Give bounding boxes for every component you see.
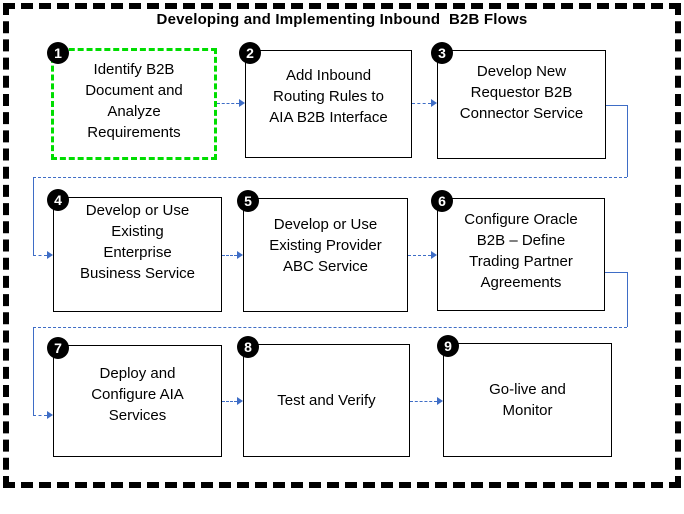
connector-4-to-5 <box>222 255 237 256</box>
step-label: Identify B2B Document and Analyze Requir… <box>85 61 183 141</box>
step-label: Develop or Use Existing Provider ABC Ser… <box>269 215 382 275</box>
arrowhead-icon <box>237 251 243 259</box>
outer-dashed-border <box>3 3 681 488</box>
connector-row3-feed <box>33 327 627 328</box>
step-box-4: 4 Develop or Use Existing Enterprise Bus… <box>47 189 222 312</box>
connector-6-exit <box>605 272 627 273</box>
step-label: Go-live and Monitor <box>489 381 566 419</box>
arrowhead-icon <box>431 251 437 259</box>
diagram-title: Developing and Implementing Inbound B2B … <box>156 11 528 28</box>
connector-row2-feed <box>33 177 627 178</box>
step-box-5: 5 Develop or Use Existing Provider ABC S… <box>237 190 408 312</box>
step-number-badge: 5 <box>237 190 259 212</box>
step-number-badge: 8 <box>237 336 259 358</box>
arrowhead-icon <box>239 99 245 107</box>
arrowhead-icon <box>237 397 243 405</box>
connector-8-to-9 <box>410 401 437 402</box>
step-number-badge: 4 <box>47 189 69 211</box>
connector-5-to-6 <box>408 255 431 256</box>
step-number-badge: 7 <box>47 337 69 359</box>
arrowhead-icon <box>47 251 53 259</box>
step-box-2: 2 Add Inbound Routing Rules to AIA B2B I… <box>239 42 412 158</box>
connector-2-to-3 <box>412 103 431 104</box>
connector-1-to-2 <box>217 103 239 104</box>
step-label: Develop or Use Existing Enterprise Busin… <box>79 201 196 282</box>
arrowhead-icon <box>437 397 443 405</box>
step-box-8: 8 Test and Verify <box>237 336 410 457</box>
step-label: Develop New Requestor B2B Connector Serv… <box>459 63 584 122</box>
step-number-badge: 1 <box>47 42 69 64</box>
step-number-badge: 2 <box>239 42 261 64</box>
step-number-badge: 6 <box>431 190 453 212</box>
step-box-7: 7 Deploy and Configure AIA Services <box>47 337 222 457</box>
step-label: Configure Oracle B2B – Define Trading Pa… <box>464 210 578 291</box>
step-label: Test and Verify <box>277 392 376 409</box>
connector-3-down <box>627 105 628 177</box>
connector-row2-drop <box>33 177 34 255</box>
step-box-1: 1 Identify B2B Document and Analyze Requ… <box>47 42 217 160</box>
connector-6-down <box>627 272 628 327</box>
step-box-6: 6 Configure Oracle B2B – Define Trading … <box>431 190 605 311</box>
step-number-badge: 3 <box>431 42 453 64</box>
arrowhead-icon <box>431 99 437 107</box>
step-box-3: 3 Develop New Requestor B2B Connector Se… <box>431 42 606 159</box>
arrowhead-icon <box>47 411 53 419</box>
step-label: Add Inbound Routing Rules to AIA B2B Int… <box>269 66 388 126</box>
step-number-badge: 9 <box>437 335 459 357</box>
connector-3-exit <box>606 105 627 106</box>
connector-into-7 <box>33 415 47 416</box>
connector-into-4 <box>33 255 47 256</box>
connector-row3-drop <box>33 327 34 415</box>
step-box-9: 9 Go-live and Monitor <box>437 335 612 457</box>
connector-7-to-8 <box>222 401 237 402</box>
step-label: Deploy and Configure AIA Services <box>91 364 184 424</box>
